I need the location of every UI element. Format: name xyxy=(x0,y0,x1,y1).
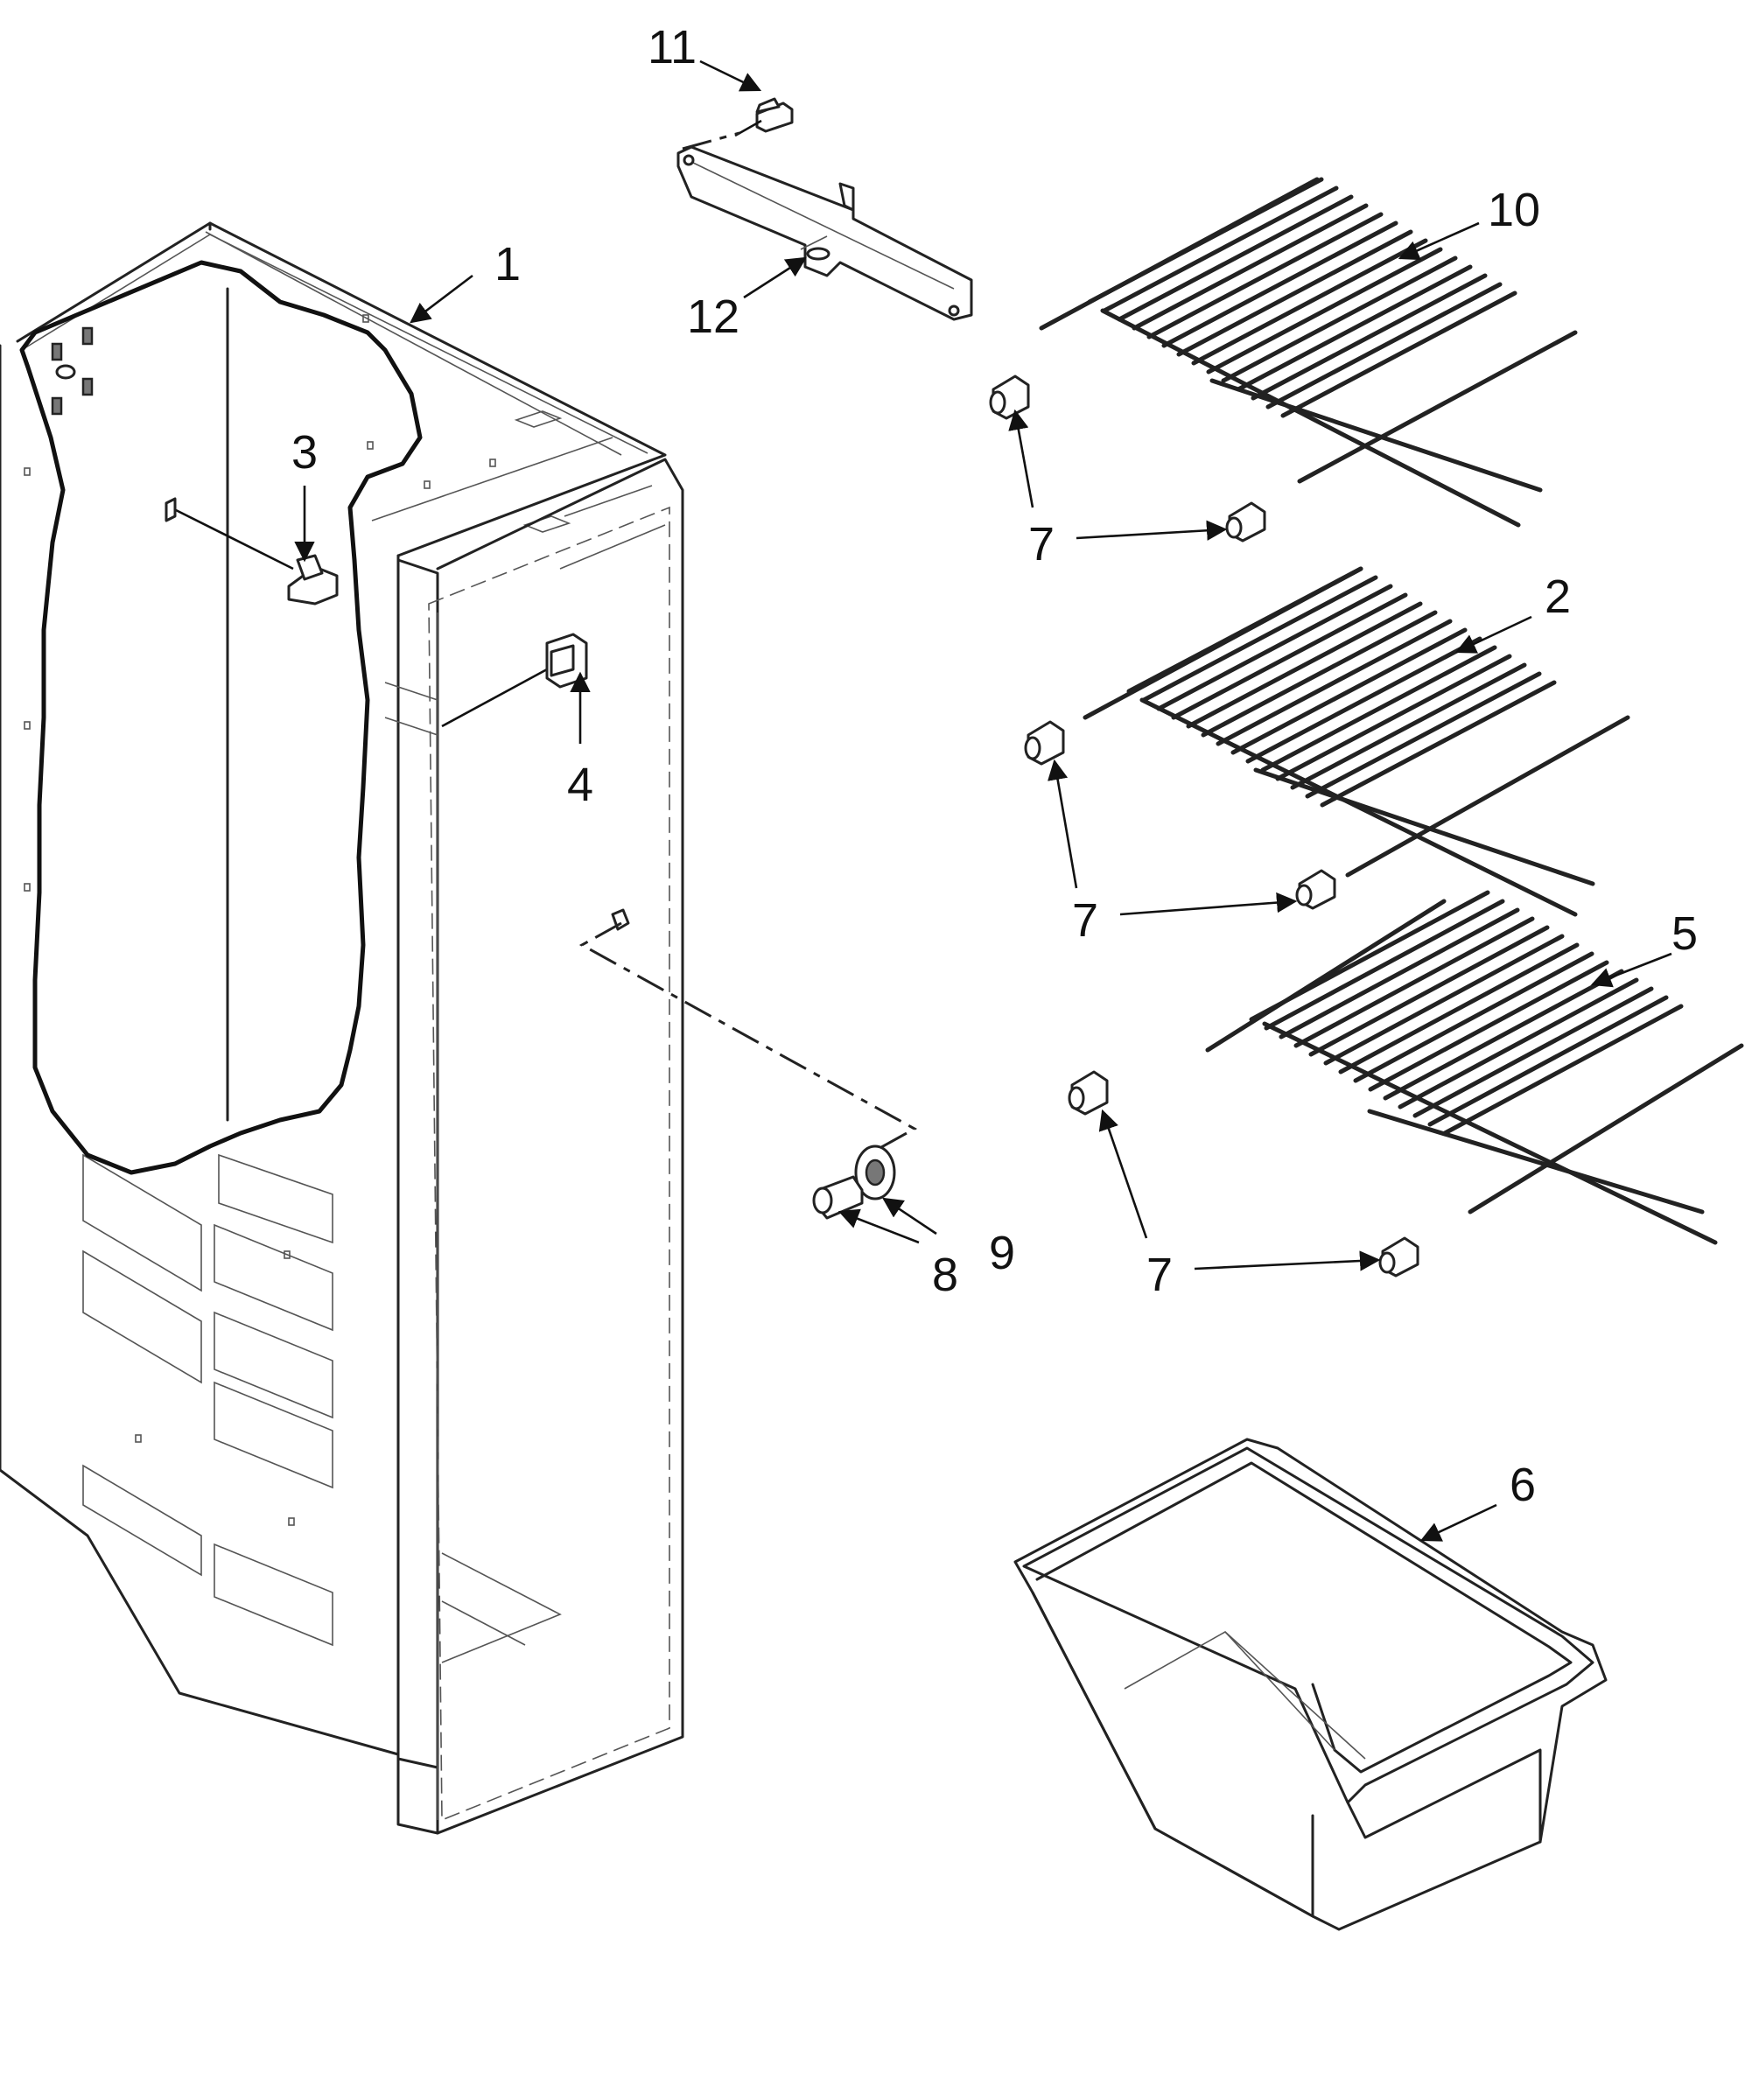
bolt-assembly xyxy=(578,908,918,1220)
callout-12: 12 xyxy=(687,290,739,343)
callout-6: 6 xyxy=(1510,1459,1536,1511)
support-1 xyxy=(989,374,1030,420)
cabinet-liner xyxy=(0,221,684,1835)
support-6 xyxy=(1378,1236,1419,1278)
support-5 xyxy=(1068,1070,1109,1116)
callout-5: 5 xyxy=(1671,907,1698,960)
callout-4: 4 xyxy=(567,759,593,811)
callouts: 11 1 12 10 3 4 7 2 7 5 9 8 7 6 xyxy=(291,21,1698,1542)
support-4 xyxy=(1295,869,1336,910)
bracket-part-12 xyxy=(676,145,973,321)
clip-part-3 xyxy=(165,497,339,606)
support-2 xyxy=(1225,501,1266,542)
callout-7-top: 7 xyxy=(1028,518,1055,570)
wire-shelf-part-10 xyxy=(1039,177,1578,528)
shelf-support-part-7 xyxy=(989,374,1419,1278)
callout-2: 2 xyxy=(1545,570,1571,623)
clip-part-4 xyxy=(441,633,588,728)
callout-7-middle: 7 xyxy=(1072,894,1098,947)
callout-3: 3 xyxy=(291,426,318,479)
support-3 xyxy=(1024,720,1065,766)
screw-part-11 xyxy=(682,97,794,150)
wire-shelf-part-2 xyxy=(1083,566,1630,917)
callout-11: 11 xyxy=(648,21,697,74)
callout-10: 10 xyxy=(1488,184,1540,236)
wire-shelf-part-5 xyxy=(1205,890,1744,1245)
bolt-part-8 xyxy=(812,1175,864,1220)
washer-part-9 xyxy=(854,1144,896,1200)
callout-1: 1 xyxy=(494,238,521,290)
callout-8: 8 xyxy=(932,1249,958,1301)
storage-bin-part-6 xyxy=(1013,1438,1608,1931)
callout-7-bottom: 7 xyxy=(1146,1249,1173,1301)
callout-9: 9 xyxy=(989,1227,1015,1279)
